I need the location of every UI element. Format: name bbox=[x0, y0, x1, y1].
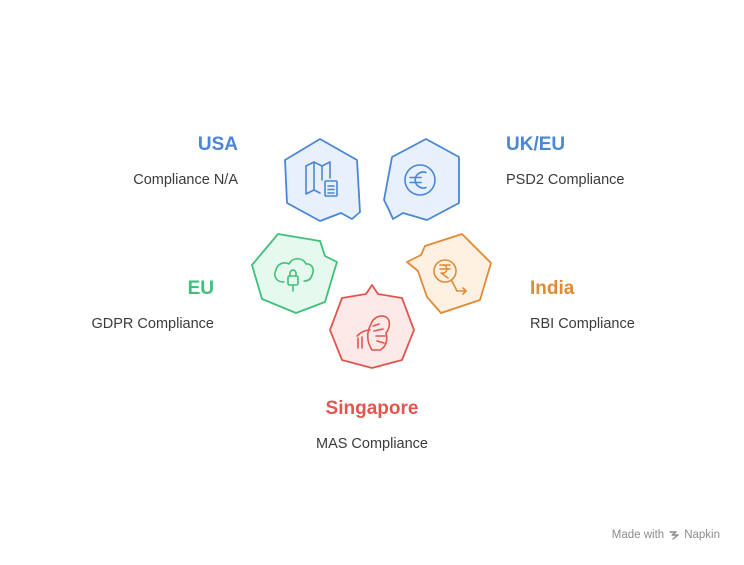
usa-title: USA bbox=[197, 134, 238, 155]
euro-coin-icon bbox=[404, 164, 436, 196]
usa-subtitle: Compliance N/A bbox=[133, 172, 238, 188]
merlion-icon bbox=[356, 315, 391, 351]
made-with-credit: Made with Napkin bbox=[612, 529, 720, 541]
singapore-title: Singapore bbox=[325, 398, 419, 419]
rupee-coin-arrow-icon bbox=[433, 259, 467, 295]
ukeu-title: UK/EU bbox=[506, 134, 566, 155]
eu-hexagon bbox=[251, 233, 338, 314]
cloud-lock-icon bbox=[274, 257, 314, 292]
eu-title: EU bbox=[187, 278, 214, 299]
ukeu-subtitle: PSD2 Compliance bbox=[506, 172, 625, 188]
map-with-document-icon bbox=[305, 161, 338, 197]
india-title: India bbox=[530, 278, 575, 299]
ukeu-hexagon bbox=[383, 138, 460, 221]
india-subtitle: RBI Compliance bbox=[530, 316, 635, 332]
singapore-hexagon-shape bbox=[329, 284, 415, 369]
india-hexagon-shape bbox=[406, 233, 492, 314]
credit-brand: Napkin bbox=[684, 529, 720, 541]
india-hexagon bbox=[406, 233, 492, 314]
eu-hexagon-shape bbox=[251, 233, 338, 314]
eu-subtitle: GDPR Compliance bbox=[91, 316, 215, 332]
napkin-logo-icon bbox=[669, 531, 679, 540]
singapore-hexagon bbox=[329, 284, 415, 369]
credit-prefix: Made with bbox=[611, 529, 665, 541]
ukeu-hexagon-shape bbox=[383, 138, 460, 221]
usa-hexagon bbox=[284, 138, 361, 222]
singapore-subtitle: MAS Compliance bbox=[315, 436, 428, 452]
